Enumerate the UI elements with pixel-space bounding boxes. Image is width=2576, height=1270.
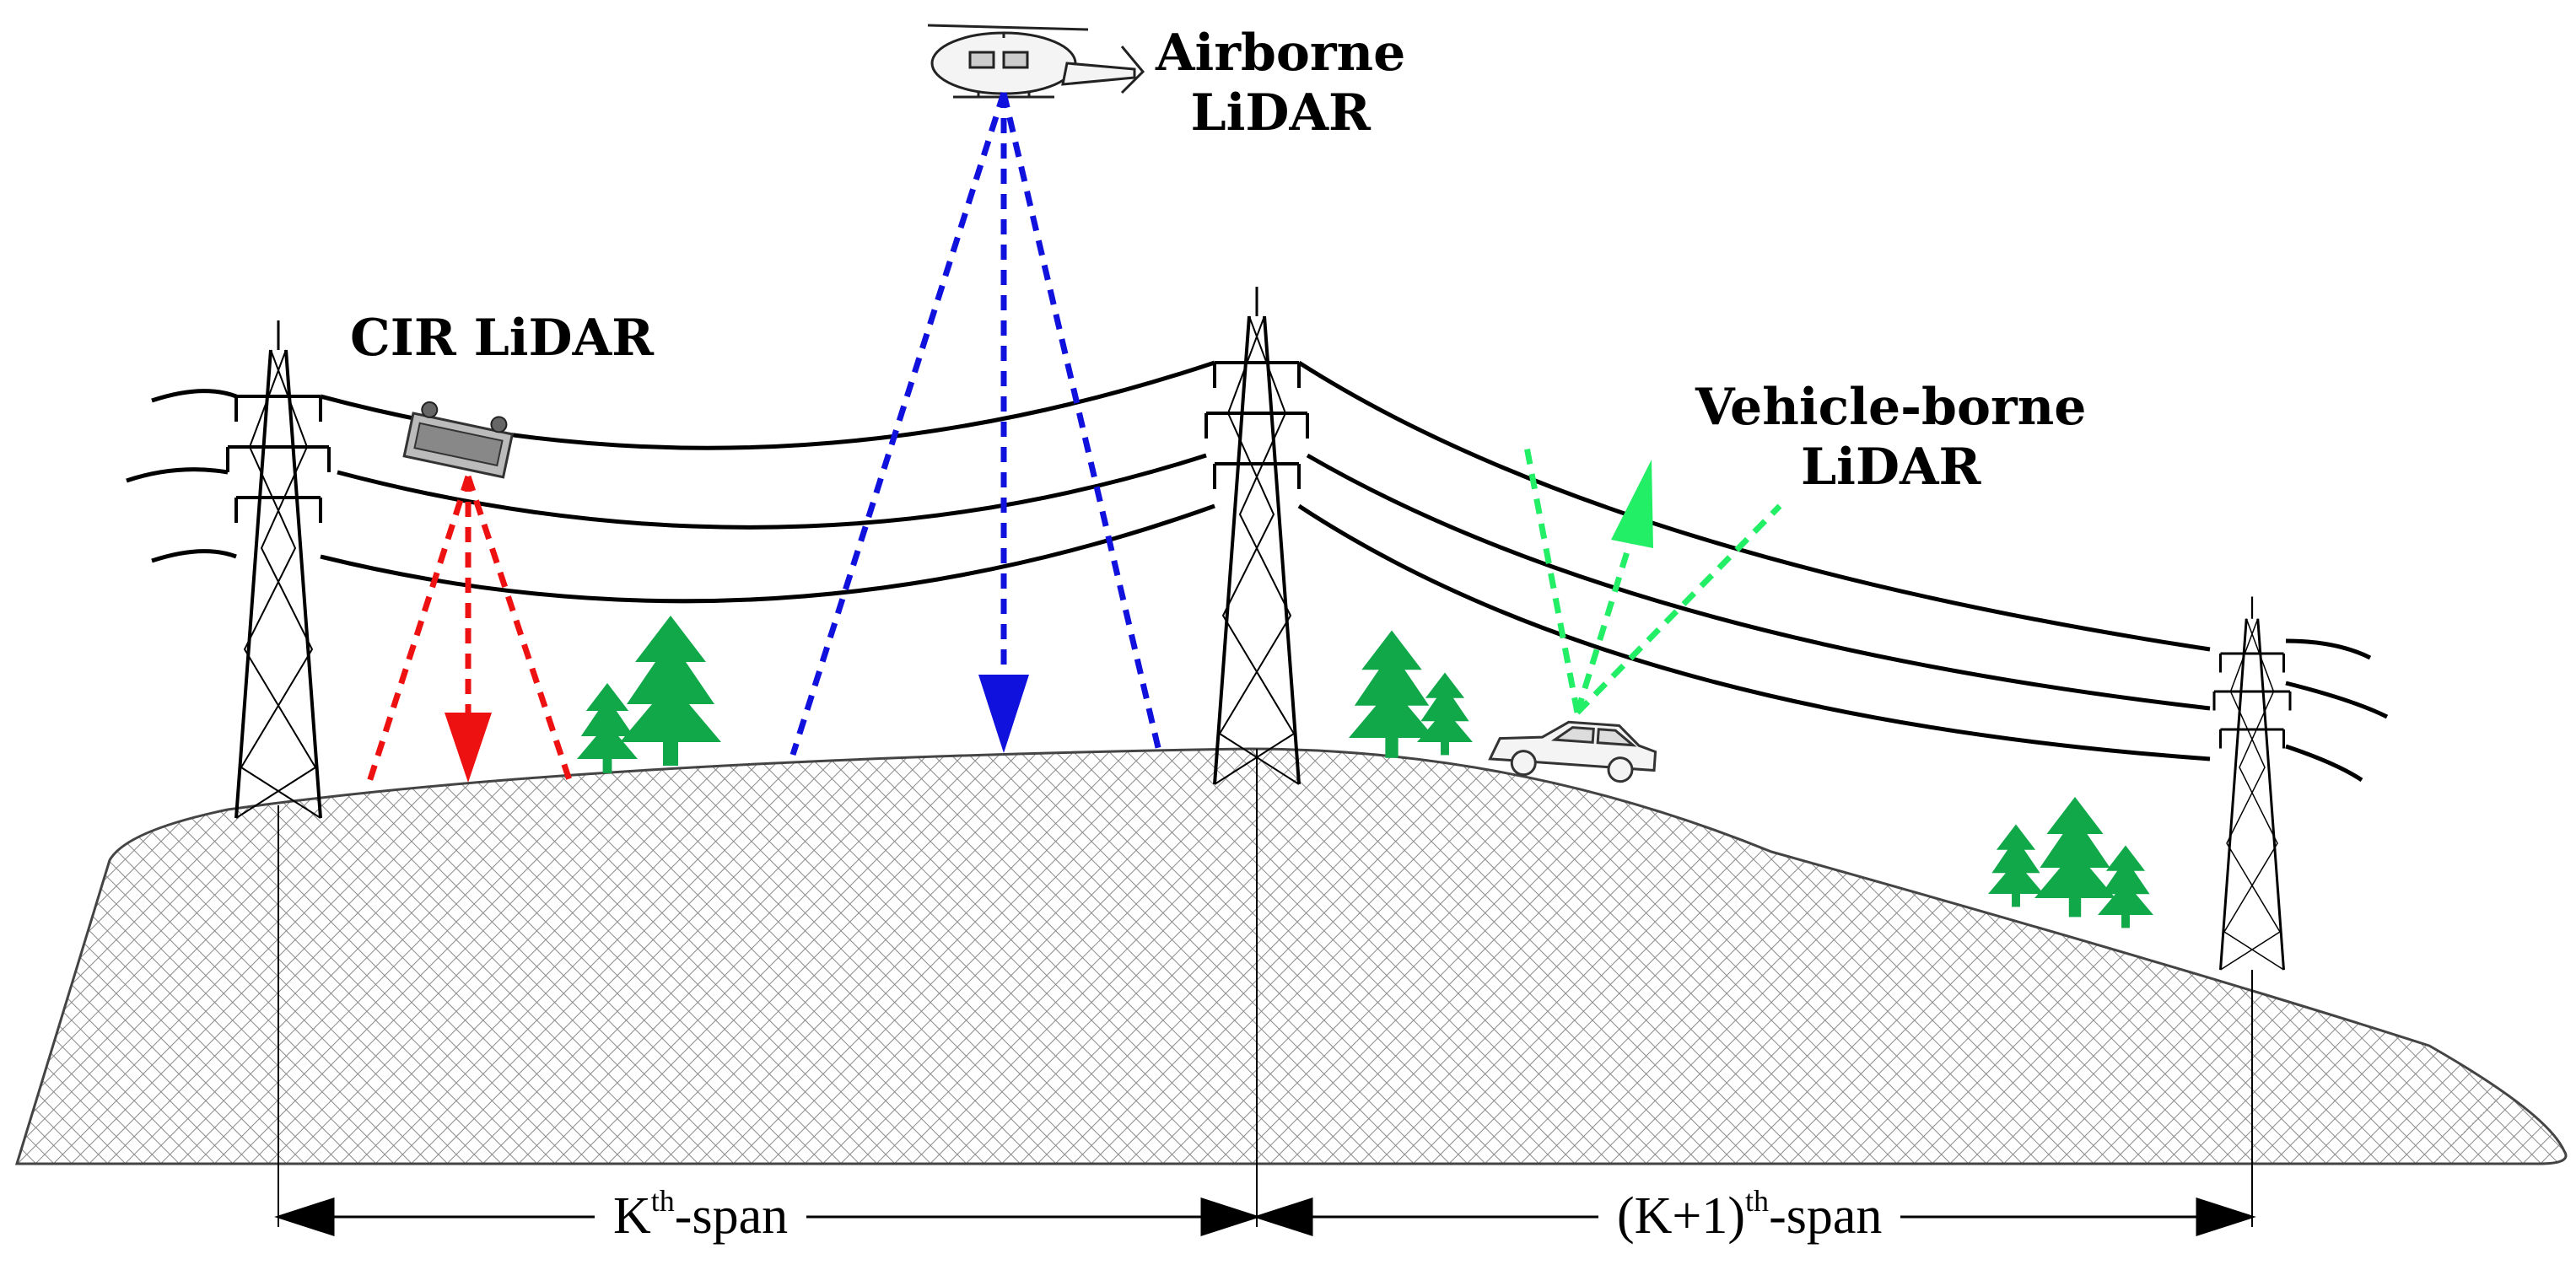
helicopter xyxy=(927,24,1145,99)
tower-2 xyxy=(1204,285,1309,786)
tree xyxy=(2034,797,2115,918)
k-span-tail: -span xyxy=(674,1187,789,1245)
tower-1 xyxy=(226,319,331,820)
airborne-label-line2: LiDAR xyxy=(1190,83,1371,143)
k1-span-sup: th xyxy=(1745,1184,1770,1218)
airborne-lidar-label: Airborne LiDAR xyxy=(1156,24,1405,143)
tree xyxy=(577,683,638,773)
vehicle-beams xyxy=(1523,446,1782,715)
k-span-base: K xyxy=(613,1187,651,1245)
tree xyxy=(2098,845,2153,928)
cir-beams xyxy=(365,475,573,786)
vehicle-label-line2: LiDAR xyxy=(1800,437,1981,497)
k1-span-base: (K+1) xyxy=(1617,1187,1746,1245)
tree xyxy=(1988,824,2044,907)
vehicle-label-line1: Vehicle-borne xyxy=(1695,378,2087,437)
cir-arrow xyxy=(445,713,492,783)
car xyxy=(1488,720,1657,783)
k1-span-label: (K+1)th-span xyxy=(1598,1184,1901,1245)
span-dimensions xyxy=(274,1197,2256,1237)
cir-lidar-label: CIR LiDAR xyxy=(350,309,654,368)
terrain xyxy=(14,747,2568,1165)
vehicle-arrow xyxy=(1611,460,1653,548)
tree xyxy=(620,616,721,766)
airborne-label-line1: Airborne xyxy=(1156,24,1406,83)
tree xyxy=(1417,672,1473,756)
k-span-label: Kth-span xyxy=(595,1184,807,1245)
cir-lidar-device xyxy=(402,401,515,479)
tower-3 xyxy=(2212,595,2292,971)
vehicle-lidar-label: Vehicle-borne LiDAR xyxy=(1695,378,2086,498)
k-span-sup: th xyxy=(650,1184,675,1218)
k1-span-tail: -span xyxy=(1769,1187,1883,1245)
airborne-beams xyxy=(790,91,1163,756)
airborne-arrow xyxy=(978,675,1029,753)
